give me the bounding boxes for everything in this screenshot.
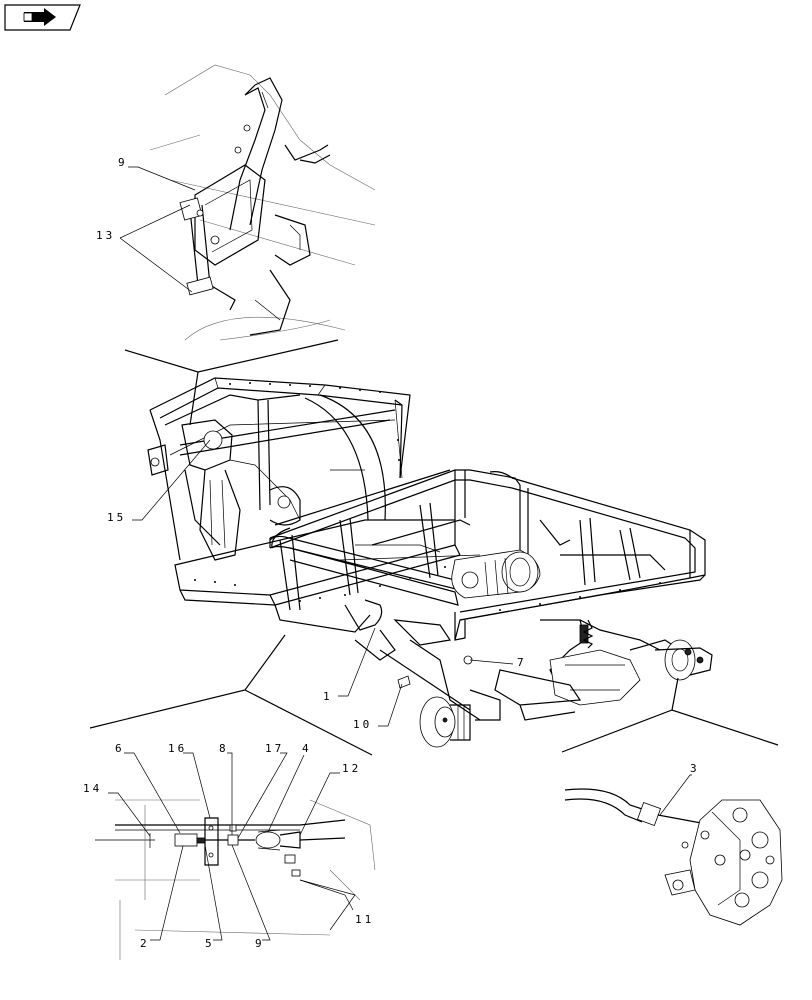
callout-11: 11 <box>355 913 374 926</box>
callout-8: 8 <box>219 742 229 755</box>
callout-6: 6 <box>115 742 125 755</box>
nav-back-button[interactable] <box>4 4 81 31</box>
callout-9-bottom: 9 <box>255 937 265 950</box>
callout-13: 13 <box>96 229 115 242</box>
callout-12: 12 <box>342 762 361 775</box>
callout-10: 10 <box>353 718 372 731</box>
callout-2: 2 <box>140 937 150 950</box>
detail-brake-caliper <box>564 788 783 926</box>
callout-1: 1 <box>323 690 333 703</box>
callout-4: 4 <box>302 742 312 755</box>
callout-7: 7 <box>517 656 527 669</box>
callout-16: 16 <box>168 742 187 755</box>
detail-cable-assembly <box>95 799 376 960</box>
detail-pedal-assembly <box>149 64 376 341</box>
callout-5: 5 <box>205 937 215 950</box>
callout-14: 14 <box>83 782 102 795</box>
callout-9-top: 9 <box>118 156 128 169</box>
callout-15: 15 <box>107 511 126 524</box>
chassis-frame <box>147 377 713 748</box>
callout-3: 3 <box>690 762 700 775</box>
callout-17: 17 <box>265 742 284 755</box>
arrow-back-icon <box>23 8 56 26</box>
